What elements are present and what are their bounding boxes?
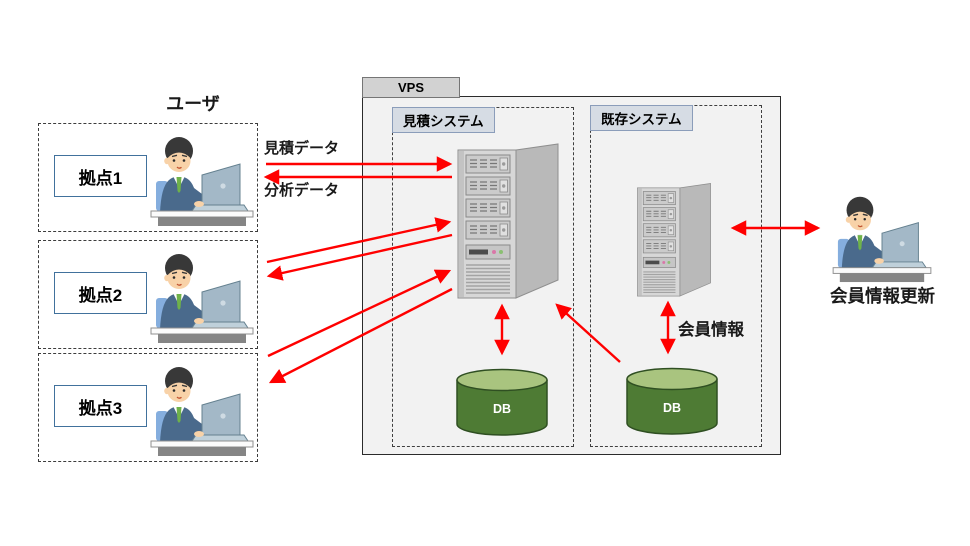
existing-system-box: 既存システム bbox=[590, 105, 762, 447]
operator-at-laptop-icon bbox=[830, 191, 934, 283]
member-info-flow-label: 会員情報 bbox=[678, 321, 744, 339]
existing-server-icon bbox=[633, 182, 715, 299]
estimate-database-cylinder: DB bbox=[455, 368, 549, 438]
site-box-3: 拠点3 bbox=[38, 353, 258, 462]
site-2-label: 拠点2 bbox=[54, 272, 147, 314]
site-box-1: 拠点1 bbox=[38, 123, 258, 232]
existing-db-label: DB bbox=[662, 401, 682, 415]
existing-database-cylinder: DB bbox=[625, 367, 719, 437]
member-info-update-label: 会員情報更新 bbox=[830, 286, 935, 306]
user-at-laptop-icon bbox=[150, 361, 254, 457]
estimate-data-flow-label: 見積データ bbox=[264, 140, 340, 157]
estimate-system-label: 見積システム bbox=[392, 107, 495, 133]
db-cylinder-body bbox=[456, 380, 548, 436]
db-cylinder-top bbox=[456, 368, 548, 392]
user-at-laptop-icon bbox=[150, 131, 254, 227]
analysis-data-flow-label: 分析データ bbox=[264, 182, 340, 199]
user-at-laptop-icon bbox=[150, 248, 254, 344]
vps-tab-label: VPS bbox=[362, 77, 460, 98]
site-box-2: 拠点2 bbox=[38, 240, 258, 349]
db-cylinder-top bbox=[626, 367, 718, 391]
user-group-title: ユーザ bbox=[166, 94, 220, 114]
site-3-label: 拠点3 bbox=[54, 385, 147, 427]
estimate-server-icon bbox=[452, 142, 564, 302]
estimate-db-label: DB bbox=[492, 402, 512, 416]
existing-system-label: 既存システム bbox=[590, 105, 693, 131]
site-1-label: 拠点1 bbox=[54, 155, 147, 197]
db-cylinder-body bbox=[626, 379, 718, 435]
